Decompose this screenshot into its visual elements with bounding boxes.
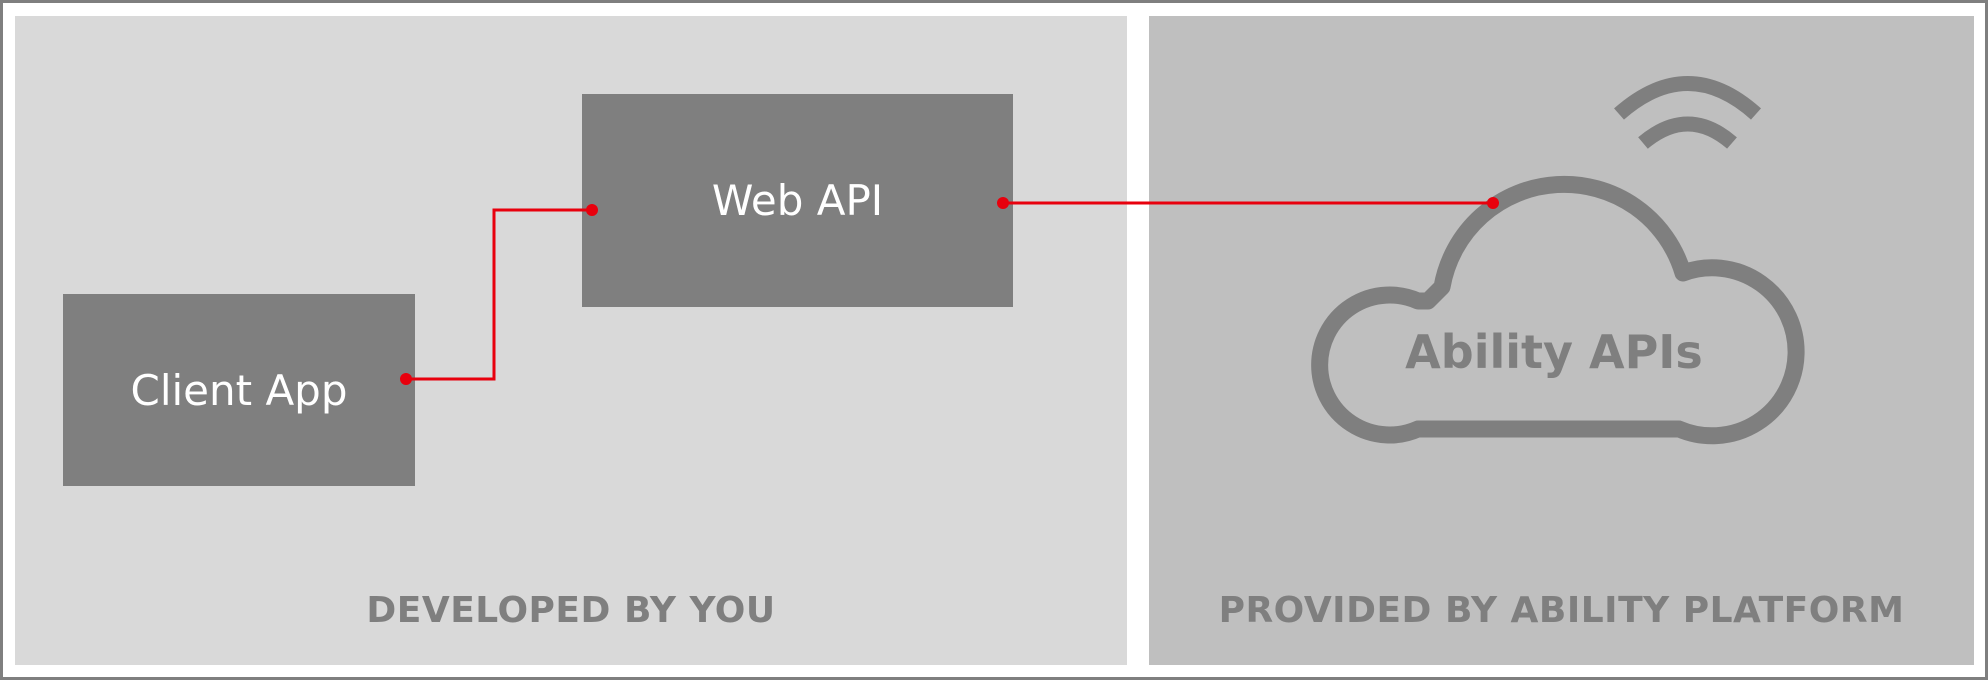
web-api-box: Web API bbox=[582, 94, 1013, 307]
web-api-label: Web API bbox=[711, 176, 884, 225]
client-app-box: Client App bbox=[63, 294, 415, 486]
ability-platform-panel: PROVIDED BY ABILITY PLATFORM bbox=[1149, 16, 1974, 665]
developed-by-you-label: DEVELOPED BY YOU bbox=[366, 590, 776, 631]
client-app-label: Client App bbox=[130, 365, 348, 415]
ability-apis-label: Ability APIs bbox=[1405, 325, 1703, 379]
ability-platform-label: PROVIDED BY ABILITY PLATFORM bbox=[1218, 590, 1905, 631]
